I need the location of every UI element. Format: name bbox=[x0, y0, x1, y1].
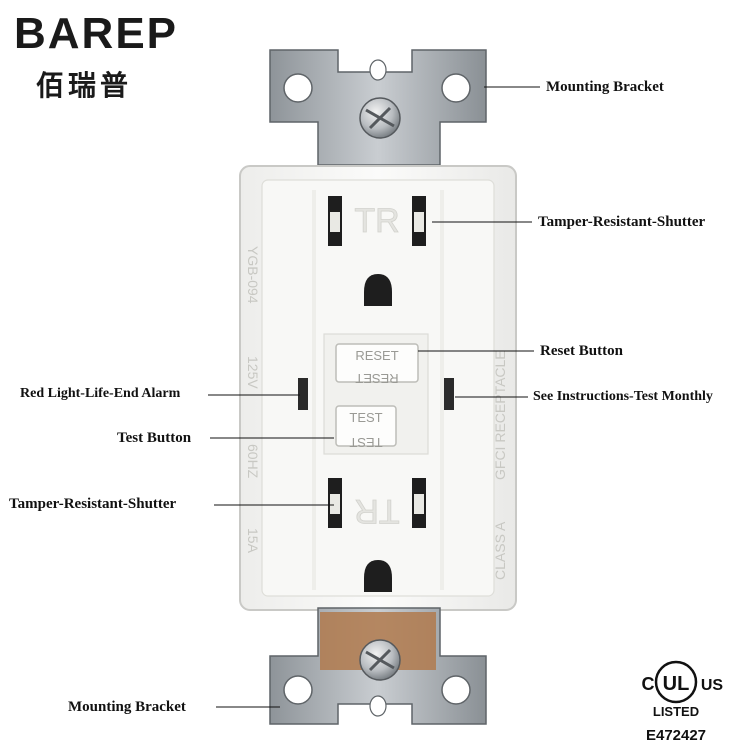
voltage-text: 125V bbox=[245, 356, 261, 389]
label-red-light-alarm: Red Light-Life-End Alarm bbox=[20, 386, 181, 401]
brand-chinese-name: 佰瑞普 bbox=[36, 69, 133, 102]
test-button-shape bbox=[335, 405, 397, 447]
red-light-indicator bbox=[298, 378, 308, 410]
ul-listed-text: LISTED bbox=[653, 704, 699, 719]
label-tamper-shutter-right: Tamper-Resistant-Shutter bbox=[538, 214, 706, 230]
instructions-indicator bbox=[444, 378, 454, 410]
ul-file-number: E472427 bbox=[646, 727, 706, 744]
label-see-instructions: See Instructions-Test Monthly bbox=[533, 389, 713, 404]
brand-logo: BAREP bbox=[14, 9, 179, 58]
right-side-printing: CLASS A GFCI RECEPTACLE bbox=[492, 350, 508, 580]
callout-lines bbox=[208, 86, 540, 708]
top-mounting-bracket bbox=[269, 49, 487, 166]
upper-ground-hole bbox=[364, 274, 392, 306]
bottom-mounting-bracket bbox=[269, 607, 487, 725]
ul-mark-c: C bbox=[642, 674, 655, 694]
label-reset-button: Reset Button bbox=[540, 343, 623, 359]
reset-button-label: RESET bbox=[355, 348, 398, 363]
ul-mark-ul: UL bbox=[663, 673, 690, 695]
test-button-label: TEST bbox=[349, 410, 382, 425]
model-text: YGB-094 bbox=[245, 246, 261, 304]
label-mounting-bracket-bottom: Mounting Bracket bbox=[68, 699, 186, 715]
reset-button-shape bbox=[335, 343, 419, 383]
label-mounting-bracket-top: Mounting Bracket bbox=[546, 79, 664, 95]
reset-button-label-mirrored: RESET bbox=[355, 371, 398, 386]
receptacle-body bbox=[239, 165, 517, 611]
receptacle-type-text: GFCI RECEPTACLE bbox=[492, 350, 508, 480]
lower-outlet bbox=[328, 478, 426, 592]
label-test-button: Test Button bbox=[117, 430, 192, 446]
tr-mark-upper: TR bbox=[354, 202, 399, 240]
ul-mark-us: US bbox=[701, 677, 724, 694]
tr-mark-lower: TR bbox=[354, 492, 399, 530]
lower-ground-hole bbox=[364, 560, 392, 592]
label-tamper-shutter-left: Tamper-Resistant-Shutter bbox=[9, 496, 177, 512]
left-side-printing: YGB-094 125V 60HZ 15A bbox=[245, 246, 261, 554]
ul-certification-mark: C UL US LISTED E472427 bbox=[642, 660, 724, 744]
current-text: 15A bbox=[245, 528, 261, 554]
test-button-label-mirrored: TEST bbox=[349, 435, 382, 450]
class-text: CLASS A bbox=[492, 521, 508, 580]
upper-outlet bbox=[328, 196, 426, 306]
frequency-text: 60HZ bbox=[245, 444, 261, 479]
